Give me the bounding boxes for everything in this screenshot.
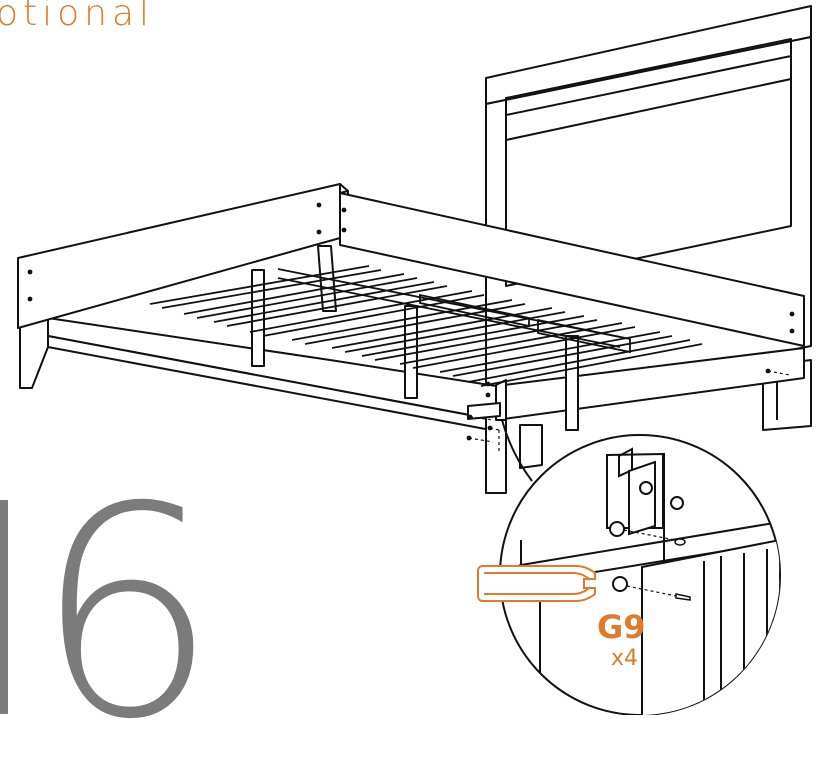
bolt-icon bbox=[670, 496, 684, 510]
bolt-holes bbox=[27, 202, 795, 441]
bed-slats bbox=[149, 265, 703, 387]
dashed-guides bbox=[468, 370, 791, 454]
bolt-icon bbox=[612, 576, 628, 592]
wrench-icon bbox=[477, 565, 596, 602]
bed-assembly-diagram bbox=[17, 5, 812, 715]
bolt-icon bbox=[609, 521, 625, 537]
bolt-icon bbox=[639, 481, 653, 495]
hardware-quantity: x4 bbox=[611, 646, 639, 671]
assembly-step-page: otional 6 G9 x4 bbox=[0, 0, 812, 760]
callout-leader bbox=[501, 419, 533, 482]
step-accent-bar bbox=[0, 500, 8, 714]
bed-frame bbox=[17, 183, 805, 494]
page-title: otional bbox=[0, 0, 155, 34]
hardware-part-code: G9 bbox=[597, 608, 646, 646]
step-number: 6 bbox=[34, 446, 218, 783]
